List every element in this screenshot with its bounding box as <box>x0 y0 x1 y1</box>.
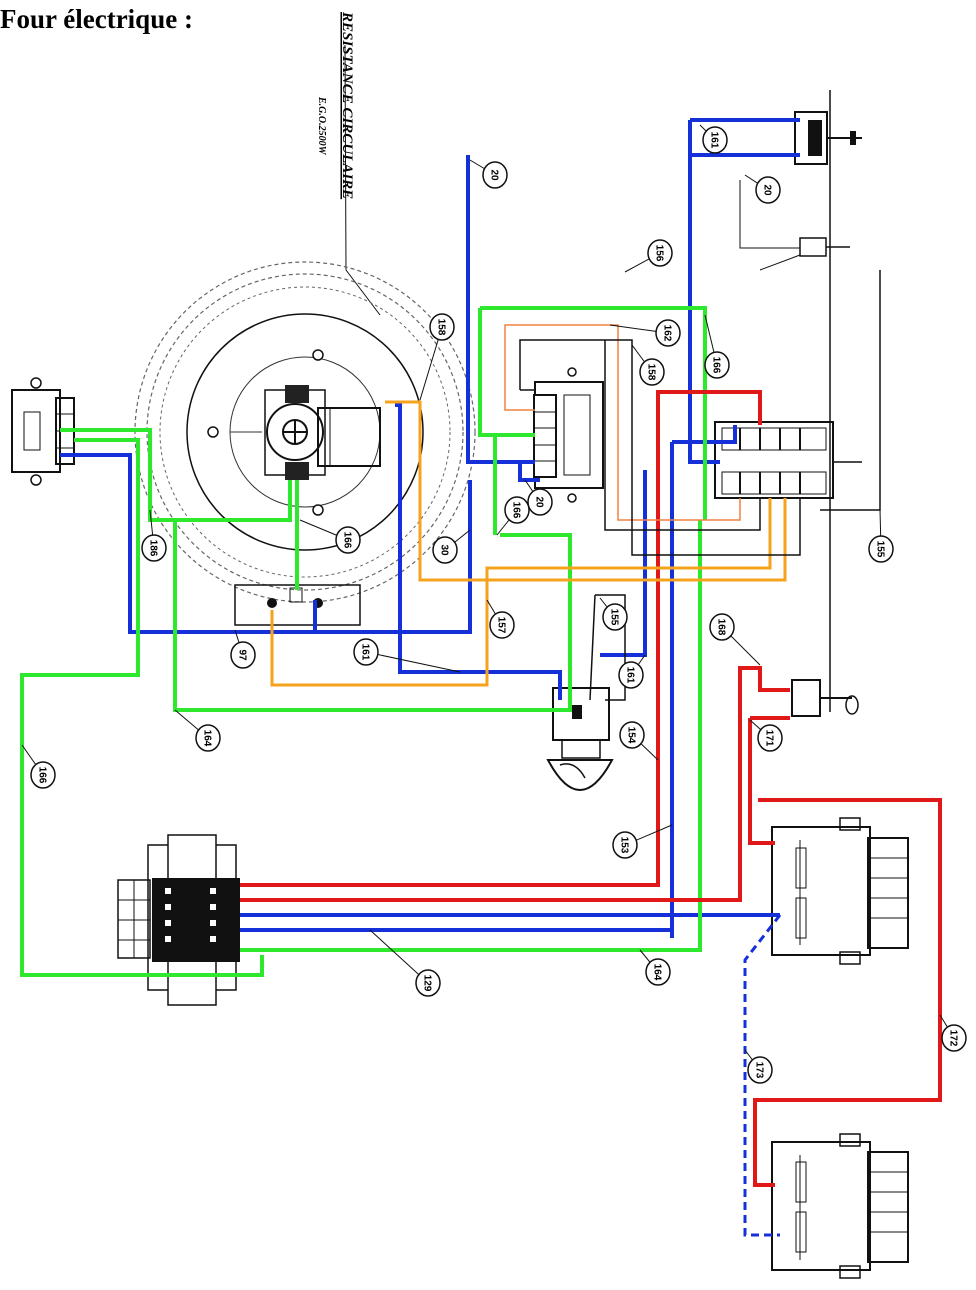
wire-tag-w164_bottom: 164 <box>639 949 671 986</box>
wire-tag-label: 158 <box>436 319 447 336</box>
wire-tag-label: 161 <box>360 644 371 661</box>
page-title: Four électrique : <box>0 4 193 34</box>
blue-wires <box>60 118 800 938</box>
wire-tag-w20_left: 20 <box>744 174 781 204</box>
wire-tag-label: 164 <box>652 964 663 981</box>
wire-tag-label: 153 <box>619 837 630 854</box>
wire-tag-label: 20 <box>534 496 545 508</box>
wire-tag-label: 186 <box>148 540 159 557</box>
orange-wires <box>270 400 787 687</box>
blue-dashed-wire <box>743 914 782 1237</box>
green-wires <box>20 306 707 977</box>
control-module-upper <box>771 817 909 965</box>
wire-tag-label: 166 <box>37 767 48 784</box>
wire-tag-w161_top: 161 <box>699 124 728 154</box>
red-wires <box>240 390 942 1187</box>
main-terminal-block <box>117 834 240 1006</box>
wire-tag-w97: 97 <box>230 629 256 669</box>
wire-tag-label: 162 <box>662 325 673 342</box>
wire-tag-label: 97 <box>237 649 248 661</box>
wire-tag-label: 161 <box>625 667 636 684</box>
wire-tag-label: 154 <box>626 727 637 744</box>
wire-tag-w20_top: 20 <box>469 159 508 189</box>
wire-tag-w153: 153 <box>612 824 673 859</box>
oven-lamp <box>546 687 614 791</box>
wire-tag-label: 168 <box>716 619 727 636</box>
wire-tag-w166_mid: 166 <box>496 496 530 536</box>
light-orange-wires <box>504 324 741 521</box>
wire-tag-w162: 162 <box>609 319 681 347</box>
wire-tag-label: 157 <box>496 617 507 634</box>
wire-tag-w155_right: 155 <box>868 509 894 563</box>
wire-tag-w154: 154 <box>619 721 659 761</box>
wire-tag-w158_left: 158 <box>419 313 455 401</box>
control-module-lower <box>771 1133 909 1279</box>
wire-tag-label: 20 <box>762 184 773 196</box>
wire-tag-label: 166 <box>711 357 722 374</box>
wire-tag-w157: 157 <box>486 599 515 639</box>
wire-tag-label: 161 <box>709 132 720 149</box>
wire-tag-w166_right: 166 <box>704 314 730 379</box>
wire-tag-label: 171 <box>764 730 775 747</box>
oven-thermostat <box>533 367 604 503</box>
door-switch <box>794 111 862 165</box>
wire-tag-label: 173 <box>754 1062 765 1079</box>
wire-tag-label: 155 <box>875 541 886 558</box>
wire-tag-label: 30 <box>439 544 450 556</box>
wire-tag-w30: 30 <box>432 529 471 564</box>
wire-tag-label: 155 <box>609 609 620 626</box>
wire-tag-w164: 164 <box>174 709 221 752</box>
function-selector-switch <box>714 421 862 499</box>
wire-tag-w186: 186 <box>141 509 167 562</box>
wire-tag-w156: 156 <box>624 239 673 273</box>
heating-element-title: RESISTANCE CIRCULAIRE <box>339 11 355 199</box>
wire-tag-label: 156 <box>654 245 665 262</box>
element-leader-line <box>344 44 347 271</box>
wire-tag-w171: 171 <box>749 719 783 752</box>
wire-tag-w161_mid: 161 <box>353 638 461 673</box>
heating-element-spec: E.G.O.2500W <box>316 96 327 156</box>
top-connector <box>739 180 850 271</box>
wire-tag-w173: 173 <box>744 1049 773 1084</box>
wire-tag-w166_motor: 166 <box>299 519 361 554</box>
wire-tag-w166_left: 166 <box>21 744 56 789</box>
wire-tag-w158_right: 158 <box>631 344 665 386</box>
element-leader-line-2 <box>345 269 381 316</box>
wire-tag-label: 20 <box>489 169 500 181</box>
wire-tag-w129: 129 <box>369 929 441 997</box>
wire-tag-w155_mid: 155 <box>599 597 628 631</box>
lamp-switch <box>791 679 859 717</box>
wire-tag-label: 158 <box>646 364 657 381</box>
wire-tag-label: 172 <box>948 1030 959 1047</box>
wire-tag-label: 164 <box>202 730 213 747</box>
element-terminal-block <box>234 584 361 626</box>
heating-element-label: RESISTANCE CIRCULAIRE E.G.O.2500W <box>316 11 355 199</box>
wire-tags: 161 20 20 156 162 158 158 166 20 166 30 166 186 97 157… <box>21 124 967 1084</box>
wire-tag-label: 166 <box>342 532 353 549</box>
wire-tag-label: 166 <box>511 502 522 519</box>
wire-tag-w168: 168 <box>709 613 761 666</box>
fan-motor-assembly <box>134 261 476 603</box>
wire-tag-label: 129 <box>422 975 433 992</box>
wire-tag-w20_mid: 20 <box>524 479 553 516</box>
wire-tag-w161_right: 161 <box>618 654 646 689</box>
wire-tag-w172: 172 <box>939 1014 967 1052</box>
